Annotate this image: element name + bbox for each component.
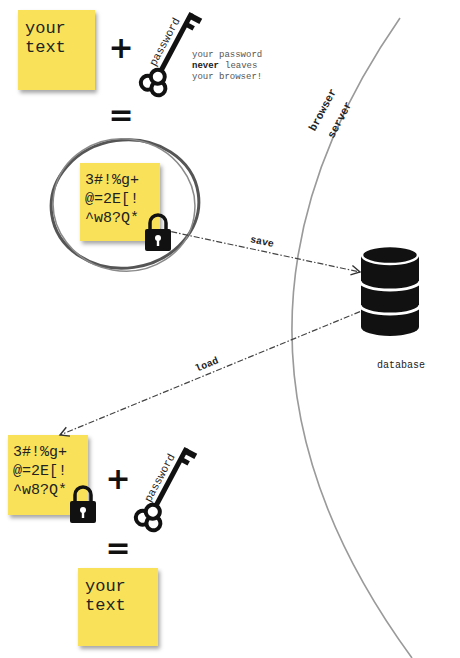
database-symbol: database: [360, 243, 440, 375]
node-text: your text: [25, 19, 83, 57]
plain-note: your text: [18, 10, 95, 90]
plus-sign: +: [105, 461, 130, 496]
plain-note: your text: [78, 568, 158, 646]
cylinder-gap: [360, 305, 420, 314]
node-text: 3#!%g+ @=2E[! ^w8?Q*: [13, 443, 75, 500]
cylinder-cap: [362, 246, 418, 264]
plus-sign: +: [108, 30, 133, 65]
edge-label: save: [249, 234, 275, 250]
note-text: your browser!: [192, 72, 262, 82]
edge-label: load: [193, 355, 219, 374]
node-text: database: [377, 360, 425, 371]
database-cylinder: [360, 243, 420, 339]
hand-drawn-circle: [43, 130, 207, 277]
connector-line: [60, 312, 360, 435]
equals-sign: =: [105, 530, 130, 565]
node-text: your text: [85, 577, 143, 615]
connector-line: [160, 229, 360, 272]
cylinder-gap: [360, 281, 420, 290]
cylinder-body: [361, 255, 419, 336]
equals-sign: =: [108, 97, 133, 132]
data-flow-arrow: [60, 312, 360, 436]
node-text: 3#!%g+ @=2E[! ^w8?Q*: [85, 171, 147, 228]
hand-drawn-circle: [43, 128, 206, 283]
data-flow-arrow: [160, 229, 360, 275]
note-text: leaves: [225, 61, 257, 71]
arrow-head: [350, 266, 360, 275]
browser-server-boundary: [292, 18, 412, 658]
note-text: your password: [192, 50, 262, 60]
key-symbol: [133, 442, 198, 533]
note-text: never: [192, 61, 219, 71]
